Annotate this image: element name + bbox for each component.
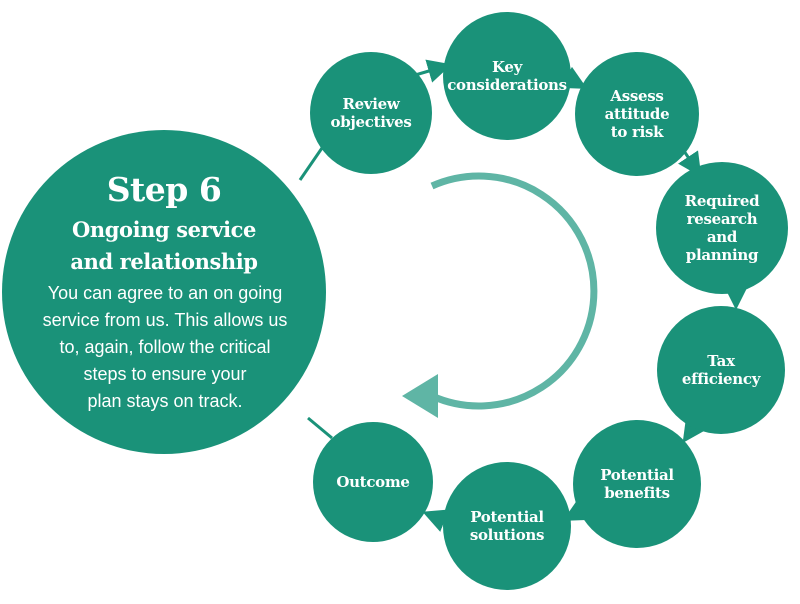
node-required-research: Required research and planning [656, 162, 788, 294]
inner-cycle-arrowhead [402, 374, 438, 418]
node-label: Assess attitude to risk [604, 87, 670, 141]
connector-outcome-to-main [307, 416, 333, 440]
node-key-considerations: Key considerations [443, 12, 571, 140]
node-review-objectives: Review objectives [310, 52, 432, 174]
node-label: Review objectives [330, 95, 412, 131]
step-subtitle: Ongoing service and relationship [70, 217, 258, 274]
step-title: Step 6 [106, 170, 222, 209]
step-description: You can agree to an on going service fro… [42, 283, 288, 411]
step-6-circle: Step 6 Ongoing service and relationship … [2, 130, 326, 454]
node-label: Key considerations [447, 58, 567, 94]
node-outcome: Outcome [313, 422, 433, 542]
node-label: Potential solutions [469, 508, 545, 544]
node-label: Required research and planning [684, 192, 760, 264]
node-label: Outcome [336, 473, 410, 491]
node-tax-efficiency: Tax efficiency [657, 306, 785, 434]
inner-cycle-arrow [430, 172, 598, 410]
node-label: Potential benefits [600, 466, 674, 502]
node-potential-solutions: Potential solutions [443, 462, 571, 590]
node-label: Tax efficiency [681, 352, 761, 388]
node-potential-benefits: Potential benefits [573, 420, 701, 548]
connector-main-to-review [298, 147, 324, 181]
node-assess-attitude: Assess attitude to risk [575, 52, 699, 176]
